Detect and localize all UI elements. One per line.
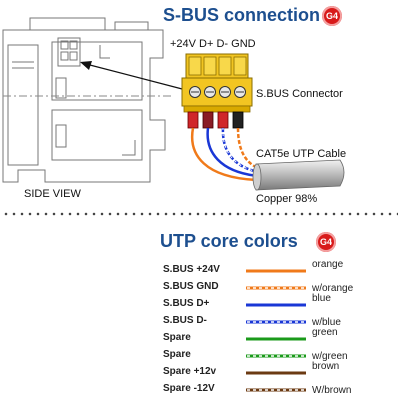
legend-row: Spare w/green <box>163 347 395 362</box>
legend-row-color-name: blue <box>312 293 331 304</box>
section-title-sbus: S-BUS connection <box>163 5 321 25</box>
wire-color-swatch <box>246 354 306 358</box>
legend-row-color-name: W/brown <box>312 385 352 396</box>
legend-row-color-name: w/blue <box>312 317 341 328</box>
legend-row-label: Spare <box>163 349 191 360</box>
legend-row-label: S.BUS D- <box>163 315 207 326</box>
connector-pin-labels: +24V D+ D- GND <box>170 38 256 50</box>
device-side-view-diagram <box>2 17 345 191</box>
legend-row-label: Spare -12V <box>163 383 215 394</box>
legend-row-color-name: green <box>312 327 338 338</box>
side-view-label: SIDE VIEW <box>24 188 81 200</box>
legend-row-color-name: w/green <box>312 351 348 362</box>
cable-copper-label: Copper 98% <box>256 193 318 205</box>
legend-row: S.BUS +24V orange <box>163 259 395 277</box>
wire-color-swatch <box>246 337 306 341</box>
legend-row: S.BUS GND w/orange <box>163 279 395 294</box>
legend-row: S.BUS D+ blue <box>163 293 395 311</box>
legend-row-label: Spare +12v <box>163 366 217 377</box>
legend-row-color-name: w/orange <box>312 283 354 294</box>
legend-row-color-name: brown <box>312 361 340 372</box>
legend-row: S.BUS D-w/blue <box>163 313 395 328</box>
legend-row-color-name: orange <box>312 259 344 270</box>
legend-row: Spare green <box>163 327 395 345</box>
cable-label: CAT5e UTP Cable <box>256 148 347 160</box>
section-divider <box>2 212 398 216</box>
sbus-connector-label: S.BUS Connector <box>256 88 343 100</box>
g4-badge-icon-2: G4 <box>316 232 336 252</box>
wire-color-swatch <box>246 371 306 375</box>
wire-color-swatch <box>246 303 306 307</box>
wire-color-swatch <box>246 388 306 392</box>
legend-row-label: S.BUS D+ <box>163 298 210 309</box>
sbus-connector-block <box>181 53 253 113</box>
wire-color-swatch <box>246 269 306 273</box>
legend-row: Spare -12V W/brown <box>163 381 395 396</box>
g4-badge-icon: G4 <box>322 6 342 26</box>
legend-row-label: S.BUS GND <box>163 281 219 292</box>
legend-row-label: S.BUS +24V <box>163 264 220 275</box>
legend-row-label: Spare <box>163 332 191 343</box>
wire-color-swatch <box>246 286 306 290</box>
wire-color-swatch <box>246 320 306 324</box>
legend-row: Spare +12v brown <box>163 361 395 379</box>
section-title-utp: UTP core colors <box>160 231 298 251</box>
